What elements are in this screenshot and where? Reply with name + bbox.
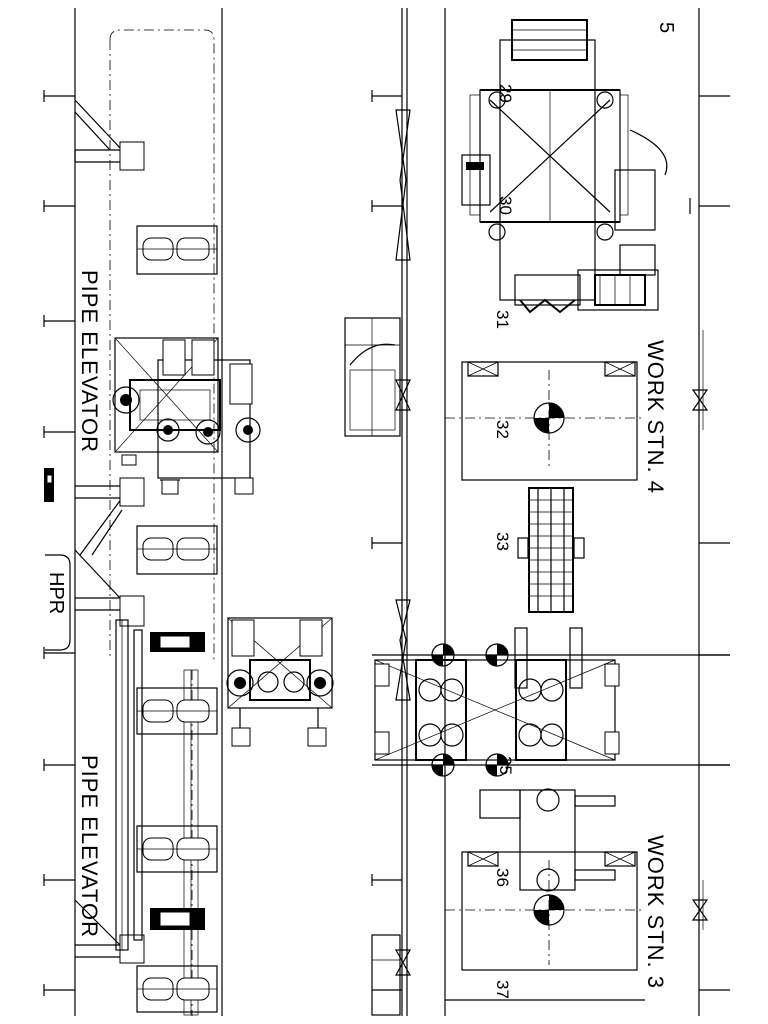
item-30-label: 30 <box>496 196 515 215</box>
item-37-label: 37 <box>493 980 512 999</box>
tick-marks-left <box>43 90 75 996</box>
work-station-3-label: WORK STN. 3 <box>643 835 668 989</box>
item-36-label: 36 <box>493 868 512 887</box>
item-29-label: 29 <box>496 84 515 103</box>
roller-supports <box>136 225 218 1013</box>
elevator-braces <box>74 99 123 958</box>
pipe-elevator-upper-label: PIPE ELEVATOR <box>77 270 102 453</box>
small-stand <box>44 468 54 502</box>
work-station-4-label: WORK STN. 4 <box>643 340 668 494</box>
item-32-label: 32 <box>493 420 512 439</box>
line-up-clamps <box>372 627 730 777</box>
center-stand <box>344 317 401 1016</box>
elevator-cylinders <box>119 141 145 964</box>
station-number-label: 5 <box>655 22 677 33</box>
pipe-elevator-lower-label: PIPE ELEVATOR <box>77 755 102 938</box>
hpr-label: HPR <box>45 572 67 614</box>
item-35-label: 35 <box>496 756 515 775</box>
main-rails <box>74 8 704 1016</box>
hpr-block <box>45 554 71 651</box>
item-31-label: 31 <box>493 310 512 329</box>
work-station-4-bed <box>445 361 645 481</box>
elevator-centerline <box>109 29 215 1016</box>
ladder-conveyor <box>517 487 585 613</box>
bowtie-markers <box>394 109 709 976</box>
main-frame-upper <box>461 19 668 314</box>
machinery-cluster-upper-left <box>112 337 261 495</box>
work-station-3-bed <box>445 788 645 1001</box>
machinery-cluster-middle-left <box>226 617 334 747</box>
item-33-label: 33 <box>493 532 512 551</box>
